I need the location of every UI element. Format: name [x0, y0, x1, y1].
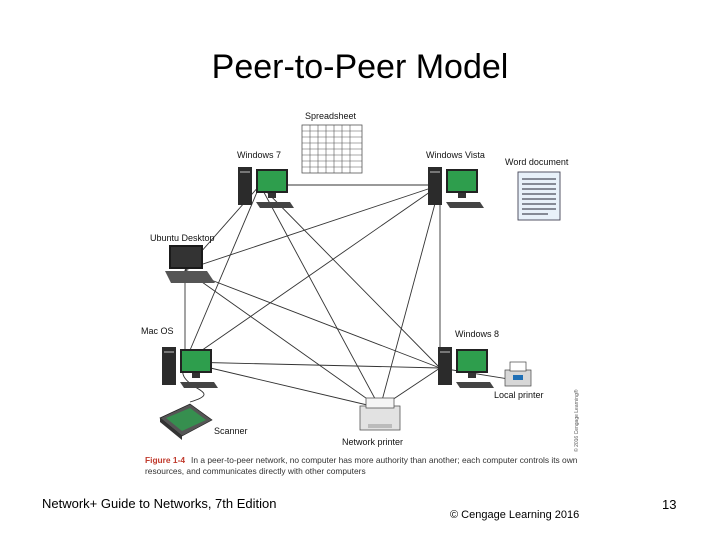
desktop-windows8-icon [438, 347, 494, 388]
link-vista-netprinter [379, 184, 441, 409]
slide-title: Peer-to-Peer Model [211, 48, 509, 86]
link-vista-ubuntu [184, 184, 441, 271]
caption-text: In a peer-to-peer network, no computer h… [145, 455, 578, 476]
label-windows8: Windows 8 [455, 329, 500, 339]
laptop-ubuntu-icon [165, 245, 215, 283]
peer-connections [182, 184, 516, 409]
link-win7-macos [184, 184, 261, 363]
page-number: 13 [662, 497, 677, 512]
desktop-vista-icon [428, 167, 484, 208]
figure-credit: © 2016 Cengage Learning® [574, 389, 580, 452]
desktop-windows7-icon [238, 167, 294, 208]
link-macos-netprinter [184, 361, 381, 409]
spreadsheet-icon [301, 124, 363, 174]
label-network-printer: Network printer [342, 437, 404, 447]
link-win8-localprinter [439, 367, 516, 381]
label-scanner: Scanner [214, 426, 248, 436]
link-ubuntu-netprinter [184, 269, 381, 409]
label-macos: Mac OS [141, 326, 174, 336]
caption-figure-number: Figure 1-4 [145, 455, 186, 465]
network-diagram [159, 124, 561, 440]
label-ubuntu-desktop: Ubuntu Desktop [150, 233, 215, 243]
scanner-icon [159, 403, 213, 440]
network-printer-icon [359, 397, 401, 431]
label-local-printer: Local printer [494, 390, 544, 400]
footer-copyright: © Cengage Learning 2016 [450, 509, 580, 521]
desktop-macos-icon [162, 347, 218, 388]
link-macos-win8 [184, 361, 441, 369]
link-ubuntu-win8 [184, 269, 441, 369]
label-word-document: Word document [505, 157, 569, 167]
word-document-icon [517, 171, 561, 221]
link-vista-macos [184, 184, 441, 363]
label-windows7: Windows 7 [237, 150, 282, 160]
label-windows-vista: Windows Vista [426, 150, 485, 160]
footer-book-title: Network+ Guide to Networks, 7th Edition [42, 496, 277, 511]
label-spreadsheet: Spreadsheet [305, 111, 357, 121]
local-printer-icon [504, 361, 532, 387]
link-win7-netprinter [259, 184, 381, 409]
link-win7-win8 [259, 184, 441, 369]
